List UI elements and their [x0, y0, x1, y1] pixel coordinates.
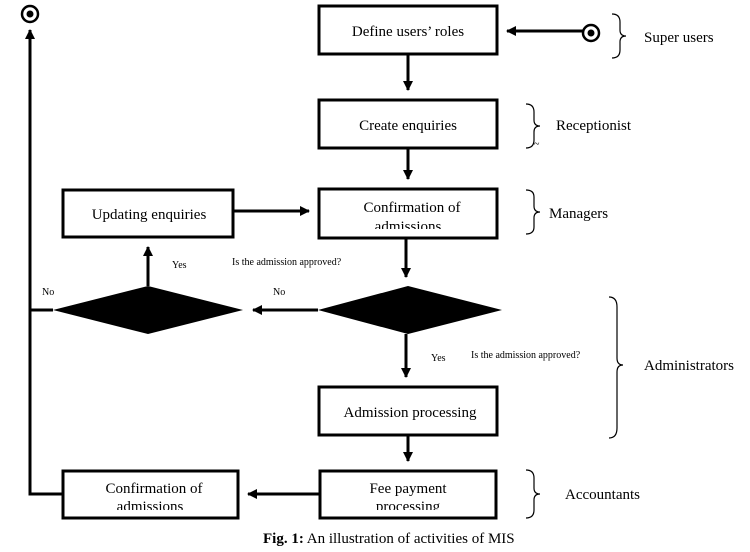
decision-diamond-right [318, 286, 502, 334]
box-confirmation-top-line1: Confirmation of [363, 200, 460, 216]
decision-question-right: Is the admission approved? [471, 350, 581, 361]
box-define-roles-label: Define users’ roles [352, 24, 464, 40]
label-no-right: No [273, 287, 285, 298]
box-admission-processing-label: Admission processing [344, 405, 477, 421]
label-yes-left: Yes [172, 260, 187, 271]
end-node-icon [20, 4, 40, 24]
box-confirmation-bottom-line1: Confirmation of [105, 481, 202, 497]
decision-diamond-left [53, 286, 243, 334]
box-define-roles: Define users’ roles [317, 4, 499, 56]
box-updating-enquiries-label: Updating enquiries [92, 207, 207, 223]
role-receptionist: Receptionist [556, 118, 632, 134]
box-admission-processing: Admission processing [317, 385, 499, 437]
figure-caption: Fig. 1: An illustration of activities of… [263, 531, 515, 547]
role-managers: Managers [549, 206, 608, 222]
box-updating-enquiries: Updating enquiries [61, 188, 235, 239]
flow-arrows [25, 26, 583, 499]
figure-caption-text: An illustration of activities of MIS [304, 531, 515, 547]
tilde-mark: ~ [534, 139, 540, 150]
role-braces [525, 13, 627, 519]
label-no-left: No [42, 287, 54, 298]
role-administrators: Administrators [644, 358, 734, 374]
label-yes-right: Yes [431, 353, 446, 364]
start-node-icon [581, 23, 601, 43]
figure-caption-prefix: Fig. 1: [263, 531, 304, 547]
box-fee-payment-line1: Fee payment [369, 481, 447, 497]
role-super-users: Super users [644, 30, 714, 46]
box-create-enquiries: Create enquiries [317, 98, 499, 150]
role-accountants: Accountants [565, 487, 640, 503]
decision-question-left: Is the admission approved? [232, 257, 342, 268]
box-create-enquiries-label: Create enquiries [359, 118, 457, 134]
